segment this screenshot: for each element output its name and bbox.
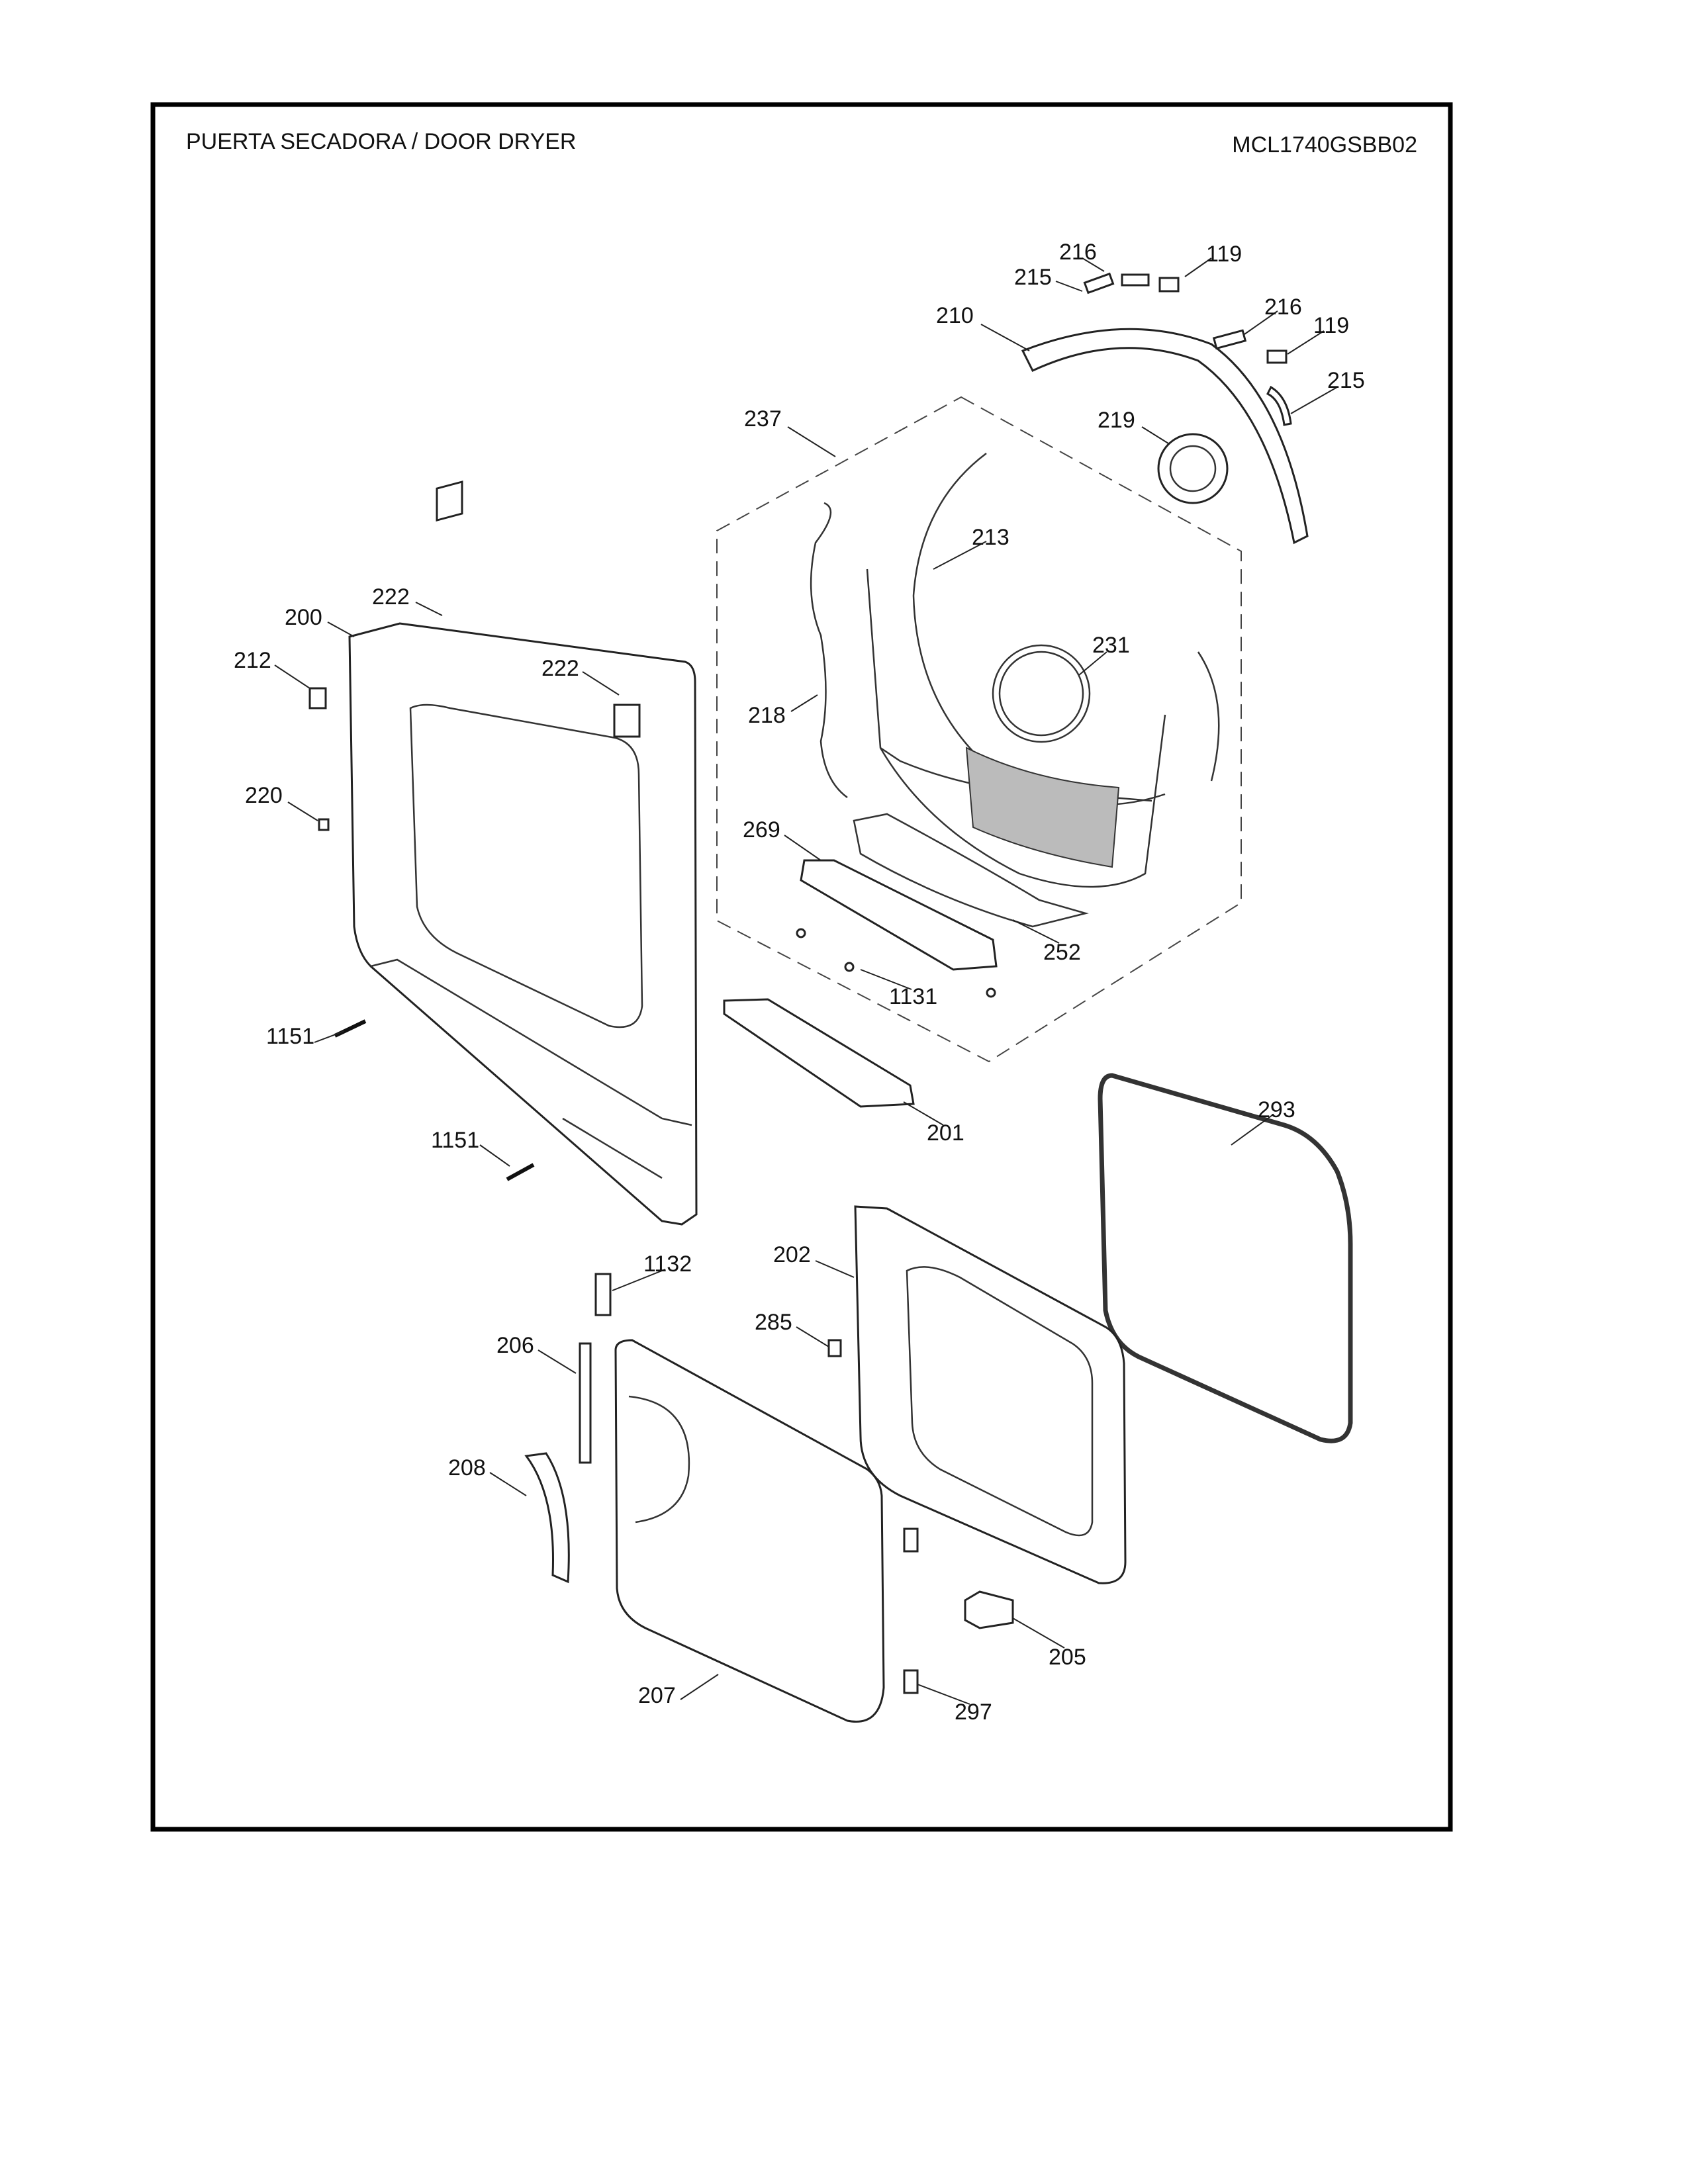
screw-1131-a xyxy=(796,928,806,938)
screw-1151-b xyxy=(506,1163,535,1181)
part-216b-clip xyxy=(1212,329,1247,350)
callout-202: 202 xyxy=(773,1242,811,1267)
model-number: MCL1740GSBB02 xyxy=(1232,132,1417,158)
callout-119: 119 xyxy=(1313,313,1349,338)
callout-216: 216 xyxy=(1264,295,1302,320)
part-212-switch xyxy=(308,687,327,709)
callout-1151: 1151 xyxy=(266,1024,314,1049)
part-1132-strip xyxy=(594,1273,612,1316)
part-206-strip xyxy=(579,1342,592,1464)
lint-screen-mesh xyxy=(965,747,1120,868)
part-216-clip xyxy=(1083,272,1115,295)
part-222-hinge-a xyxy=(436,480,463,522)
callout-205: 205 xyxy=(1049,1645,1086,1670)
door-handle-recess xyxy=(628,1395,690,1524)
part-269-duct xyxy=(800,859,998,971)
callout-215: 215 xyxy=(1014,265,1052,290)
callout-200: 200 xyxy=(285,605,322,630)
part-202-inner-door xyxy=(854,1205,1127,1584)
callout-207: 207 xyxy=(638,1683,676,1708)
callout-297: 297 xyxy=(955,1700,992,1725)
part-231-ring-inner xyxy=(998,651,1084,737)
part-119b-pad xyxy=(1266,349,1288,364)
callout-218: 218 xyxy=(748,703,786,728)
part-219-ring xyxy=(1157,433,1229,504)
callout-285: 285 xyxy=(755,1310,792,1335)
page-border xyxy=(150,102,1453,1832)
part-205-block xyxy=(964,1590,1014,1629)
callout-201: 201 xyxy=(927,1120,964,1146)
part-222-hinge-b xyxy=(613,704,641,738)
callout-220: 220 xyxy=(245,783,283,808)
part-215-clip xyxy=(1121,273,1150,287)
front-panel-lower-trim xyxy=(370,958,692,1179)
inner-door-window xyxy=(906,1266,1094,1537)
front-panel-window xyxy=(409,704,643,1028)
part-297-hinge-a xyxy=(903,1527,919,1553)
part-231-ring xyxy=(992,644,1091,743)
part-285-clip xyxy=(827,1339,842,1357)
part-215b-clip xyxy=(1266,385,1292,426)
callout-1132: 1132 xyxy=(643,1251,692,1277)
callout-206: 206 xyxy=(496,1333,534,1358)
part-213-seal-arc-right xyxy=(1197,651,1220,782)
part-213-seal-arc xyxy=(912,453,1166,806)
callout-1131: 1131 xyxy=(889,984,937,1009)
callout-231: 231 xyxy=(1092,633,1130,658)
part-220-clip xyxy=(318,818,330,831)
part-252-duct-cover xyxy=(853,813,1089,928)
callout-215: 215 xyxy=(1327,368,1365,393)
callout-208: 208 xyxy=(448,1455,486,1480)
leader-lines xyxy=(274,257,1338,1705)
callout-119: 119 xyxy=(1206,242,1242,267)
callout-210: 210 xyxy=(936,303,974,328)
part-219-ring-inner xyxy=(1169,445,1217,492)
part-207-door-panel xyxy=(614,1339,885,1723)
callout-269: 269 xyxy=(743,817,780,842)
callout-219: 219 xyxy=(1098,408,1135,433)
callout-212: 212 xyxy=(234,648,271,673)
part-297-hinge-b xyxy=(903,1669,919,1694)
part-200-front-panel xyxy=(348,622,698,1226)
screw-1131-b xyxy=(844,962,855,972)
diagram-title: PUERTA SECADORA / DOOR DRYER xyxy=(186,129,576,154)
callout-293: 293 xyxy=(1258,1097,1295,1122)
part-201-filter-housing xyxy=(723,998,915,1108)
callout-222: 222 xyxy=(372,584,410,610)
callout-237: 237 xyxy=(744,406,782,432)
callout-213: 213 xyxy=(972,525,1009,550)
callout-222: 222 xyxy=(541,656,579,681)
callout-216: 216 xyxy=(1059,240,1097,265)
part-119-pad xyxy=(1158,277,1180,293)
screw-1131-c xyxy=(986,987,996,998)
part-293-gasket xyxy=(1098,1073,1353,1443)
part-218-wire xyxy=(810,502,848,799)
callout-252: 252 xyxy=(1043,940,1081,965)
part-208-handle xyxy=(524,1452,570,1584)
callout-1151: 1151 xyxy=(431,1128,479,1153)
assembly-237-boundary xyxy=(716,396,1242,1063)
part-210-bracket xyxy=(1021,328,1309,545)
